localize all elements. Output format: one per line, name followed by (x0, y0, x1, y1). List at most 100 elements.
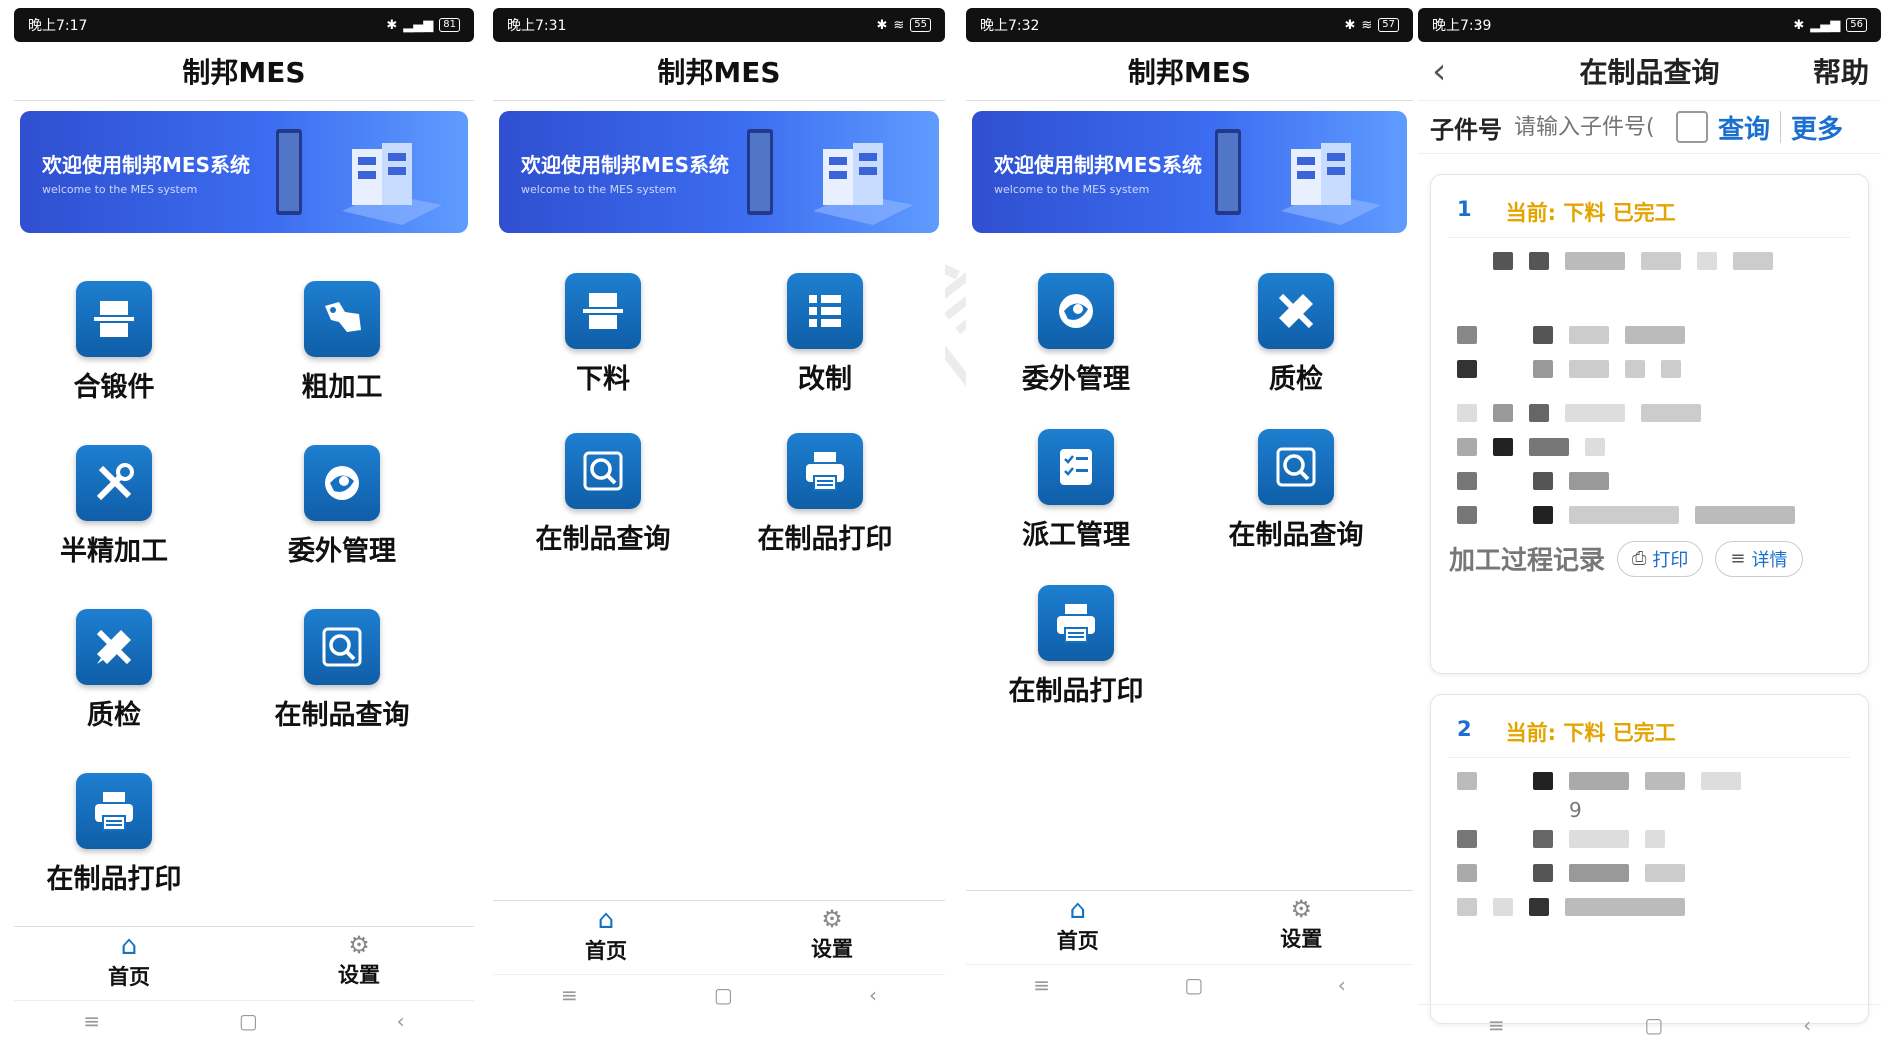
back-icon[interactable]: ‹ (1337, 973, 1346, 997)
battery-icon: 57 (1378, 18, 1399, 32)
tile-quality-check[interactable]: 质检 (1196, 273, 1396, 396)
search-doc-icon (565, 433, 641, 509)
search-label: 子件号 (1430, 115, 1502, 144)
home-square-icon[interactable]: ▢ (238, 1009, 258, 1033)
back-icon[interactable]: ‹ (868, 983, 877, 1007)
list-icon: ≡ (1730, 548, 1746, 569)
printer-icon (1038, 585, 1114, 661)
tile-wip-print[interactable]: 在制品打印 (976, 585, 1176, 708)
gear-icon: ⚙ (821, 905, 843, 933)
tile-dispatch[interactable]: 派工管理 (976, 429, 1176, 552)
tab-home[interactable]: ⌂ 首页 (493, 901, 719, 971)
server-illustration-icon (747, 129, 913, 225)
back-icon[interactable]: ‹ (396, 1009, 405, 1033)
system-nav-bar: ≡ ▢ ‹ (1418, 1004, 1881, 1045)
server-illustration-icon (1215, 129, 1381, 225)
result-card[interactable]: 2 当前: 下料 已完工 9 (1430, 694, 1869, 1024)
tab-home[interactable]: ⌂ 首页 (14, 927, 244, 997)
tile-wip-query[interactable]: 在制品查询 (242, 609, 442, 732)
menu-icon[interactable]: ≡ (561, 983, 578, 1007)
tile-label: 质检 (87, 700, 141, 731)
tile-label: 在制品查询 (1228, 520, 1364, 551)
tab-label: 首页 (1056, 929, 1099, 953)
home-square-icon[interactable]: ▢ (1644, 1013, 1664, 1037)
tile-semi-finishing[interactable]: 半精加工 (14, 445, 214, 568)
banner-title: 欢迎使用制邦MES系统 (521, 153, 729, 177)
tile-rough-machining[interactable]: 粗加工 (242, 281, 442, 404)
tile-label: 在制品查询 (274, 700, 410, 731)
tile-outsourcing[interactable]: 委外管理 (242, 445, 442, 568)
tile-label: 在制品打印 (46, 864, 182, 895)
tile-label: 派工管理 (1022, 520, 1130, 551)
menu-icon[interactable]: ≡ (1487, 1013, 1505, 1037)
card-header: 1 当前: 下料 已完工 (1449, 187, 1850, 238)
tile-wip-query[interactable]: 在制品查询 (1196, 429, 1396, 552)
app-title: 制邦MES (966, 42, 1413, 101)
status-time: 晚上7:17 (28, 18, 88, 34)
card-index: 2 (1457, 717, 1472, 741)
banner-title: 欢迎使用制邦MES系统 (42, 153, 250, 177)
tab-home[interactable]: ⌂ 首页 (966, 891, 1190, 961)
tile-label: 在制品打印 (757, 524, 893, 555)
phone-screen-2: 晚上7:31 ✱ ≋ 55 制邦MES 欢迎使用制邦MES系统 welcome … (493, 8, 945, 1048)
detail-button[interactable]: ≡详情 (1715, 540, 1803, 577)
query-button[interactable]: 查询 (1718, 114, 1771, 145)
tile-rework[interactable]: 改制 (725, 273, 925, 396)
banner-subtitle: welcome to the MES system (994, 183, 1150, 196)
home-icon: ⌂ (1069, 895, 1086, 925)
page-title: 在制品查询 (1579, 56, 1720, 89)
home-square-icon[interactable]: ▢ (1184, 973, 1204, 997)
redacted-row (1449, 498, 1850, 532)
signal-icon: ▂▄▆ (1810, 17, 1841, 33)
print-button[interactable]: ⎙打印 (1617, 540, 1704, 577)
redacted-row (1449, 856, 1850, 890)
handshake-icon (304, 445, 380, 521)
redacted-row (1449, 764, 1850, 798)
tile-quality-check[interactable]: 质检 (14, 609, 214, 732)
redacted-row (1449, 464, 1850, 498)
tab-bar: ⌂ 首页 ⚙ 设置 (966, 890, 1413, 961)
status-bar: 晚上7:32 ✱ ≋ 57 (966, 8, 1413, 42)
tile-outsourcing[interactable]: 委外管理 (976, 273, 1176, 396)
back-icon[interactable]: ‹ (1803, 1013, 1812, 1037)
tile-hedaunjian[interactable]: 合锻件 (14, 281, 214, 404)
part-number-input[interactable] (1512, 113, 1666, 141)
tile-wip-print[interactable]: 在制品打印 (725, 433, 925, 556)
tab-settings[interactable]: ⚙ 设置 (244, 927, 474, 997)
more-button[interactable]: 更多 (1791, 114, 1844, 145)
server-illustration-icon (276, 129, 442, 225)
tab-settings[interactable]: ⚙ 设置 (719, 901, 945, 971)
status-bar: 晚上7:39 ✱ ▂▄▆ 56 (1418, 8, 1881, 42)
gear-icon: ⚙ (348, 931, 370, 959)
phone-screen-3: 晚上7:32 ✱ ≋ 57 制邦MES 欢迎使用制邦MES系统 welcome … (966, 8, 1413, 1048)
bluetooth-icon: ✱ (1793, 17, 1805, 33)
status-bar: 晚上7:31 ✱ ≋ 55 (493, 8, 945, 42)
menu-icon[interactable]: ≡ (83, 1009, 101, 1033)
system-nav-bar: ≡ ▢ ‹ (966, 964, 1413, 1005)
card-header: 2 当前: 下料 已完工 (1449, 707, 1850, 758)
wifi-icon: ≋ (1361, 17, 1373, 33)
scan-icon[interactable] (1676, 111, 1708, 143)
search-row: 子件号 查询 更多 (1418, 101, 1881, 154)
system-nav-bar: ≡ ▢ ‹ (14, 1000, 474, 1041)
help-button[interactable]: 帮助 (1812, 56, 1869, 89)
tile-label: 委外管理 (288, 536, 396, 567)
card-footer: 加工过程记录 ⎙打印 ≡详情 (1449, 540, 1850, 577)
result-card[interactable]: 1 当前: 下料 已完工 加工过程记录 ⎙打印 ≡详情 (1430, 174, 1869, 674)
back-icon[interactable]: ‹ (1432, 50, 1447, 92)
system-nav-bar: ≡ ▢ ‹ (493, 974, 945, 1015)
tab-settings[interactable]: ⚙ 设置 (1190, 891, 1414, 961)
tab-label: 设置 (338, 963, 380, 987)
tile-wip-print[interactable]: 在制品打印 (14, 773, 214, 896)
process-record-label: 加工过程记录 (1449, 546, 1606, 576)
tile-blanking[interactable]: 下料 (503, 273, 703, 396)
status-time: 晚上7:39 (1432, 18, 1492, 34)
banner-title: 欢迎使用制邦MES系统 (994, 153, 1202, 177)
menu-icon[interactable]: ≡ (1033, 973, 1050, 997)
banner-subtitle: welcome to the MES system (42, 183, 198, 196)
redacted-row (1449, 430, 1850, 464)
tab-label: 首页 (108, 965, 150, 989)
home-square-icon[interactable]: ▢ (713, 983, 733, 1007)
tile-wip-query[interactable]: 在制品查询 (503, 433, 703, 556)
checklist-icon (1038, 429, 1114, 505)
